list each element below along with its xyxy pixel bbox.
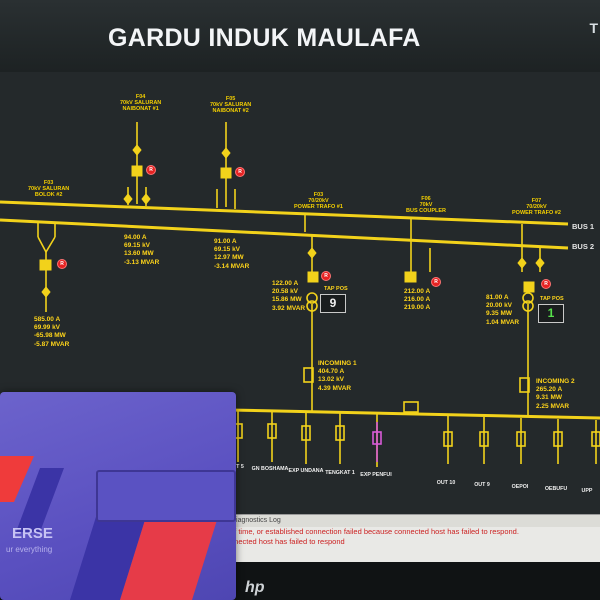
page-title: GARDU INDUK MAULAFA	[108, 24, 421, 52]
alarm-badge-naibonat1[interactable]: R	[147, 166, 155, 174]
alarm-badge-bolok2[interactable]: R	[58, 260, 66, 268]
bus-1-line	[0, 200, 569, 226]
diagnostics-log-panel[interactable]: Diagnostics Log of time, or established …	[228, 514, 600, 565]
alarm-badge-naibonat2[interactable]: R	[236, 168, 244, 176]
feeder-label-upp: UPP	[581, 488, 593, 494]
tap-label-trafo1: TAP POS	[324, 286, 348, 292]
card-slot	[96, 470, 236, 522]
bus-2-line	[0, 218, 569, 250]
diagram-lines	[0, 122, 600, 467]
title-bar: GARDU INDUK MAULAFA T	[0, 0, 600, 72]
feeder-label-tengkat1: TENGKAT 1	[325, 470, 355, 476]
bus-1-label: BUS 1	[572, 222, 595, 231]
alarm-badge-trafo1[interactable]: R	[322, 272, 330, 280]
feeder-label-exp-undana: EXP UNDANA	[288, 468, 324, 474]
bus-2-label: BUS 2	[572, 242, 595, 251]
title-corner-text: T	[589, 20, 598, 36]
feeder-label-out9: OUT 9	[474, 482, 490, 488]
feeder-label-gn-boshama: GN BOSHAMA	[251, 466, 289, 472]
bus-20kv-line	[229, 408, 600, 420]
tap-position-trafo1[interactable]: 9	[320, 294, 346, 313]
feeder-label-oepoi: OEPOI	[511, 484, 529, 490]
tap-label-trafo2: TAP POS	[540, 296, 564, 302]
alarm-badge-trafo2[interactable]: R	[542, 280, 550, 288]
diagnostics-log-header: Diagnostics Log	[228, 515, 600, 527]
tap-position-trafo2[interactable]: 1	[538, 304, 564, 323]
card-brand-text: ERSE	[12, 525, 53, 542]
log-line: nnected host has failed to respond	[230, 537, 345, 546]
feeder-label-out10: OUT 10	[436, 480, 456, 486]
alarm-badge-coupler[interactable]: R	[432, 278, 440, 286]
feeder-label-oebufu: OEBUFU	[544, 486, 568, 492]
feeder-label-exp-penfui: EXP PENFUI	[360, 472, 392, 478]
card-tagline: ur everything	[6, 545, 53, 554]
hp-logo: hp	[245, 579, 265, 596]
log-line: of time, or established connection faile…	[230, 527, 519, 536]
